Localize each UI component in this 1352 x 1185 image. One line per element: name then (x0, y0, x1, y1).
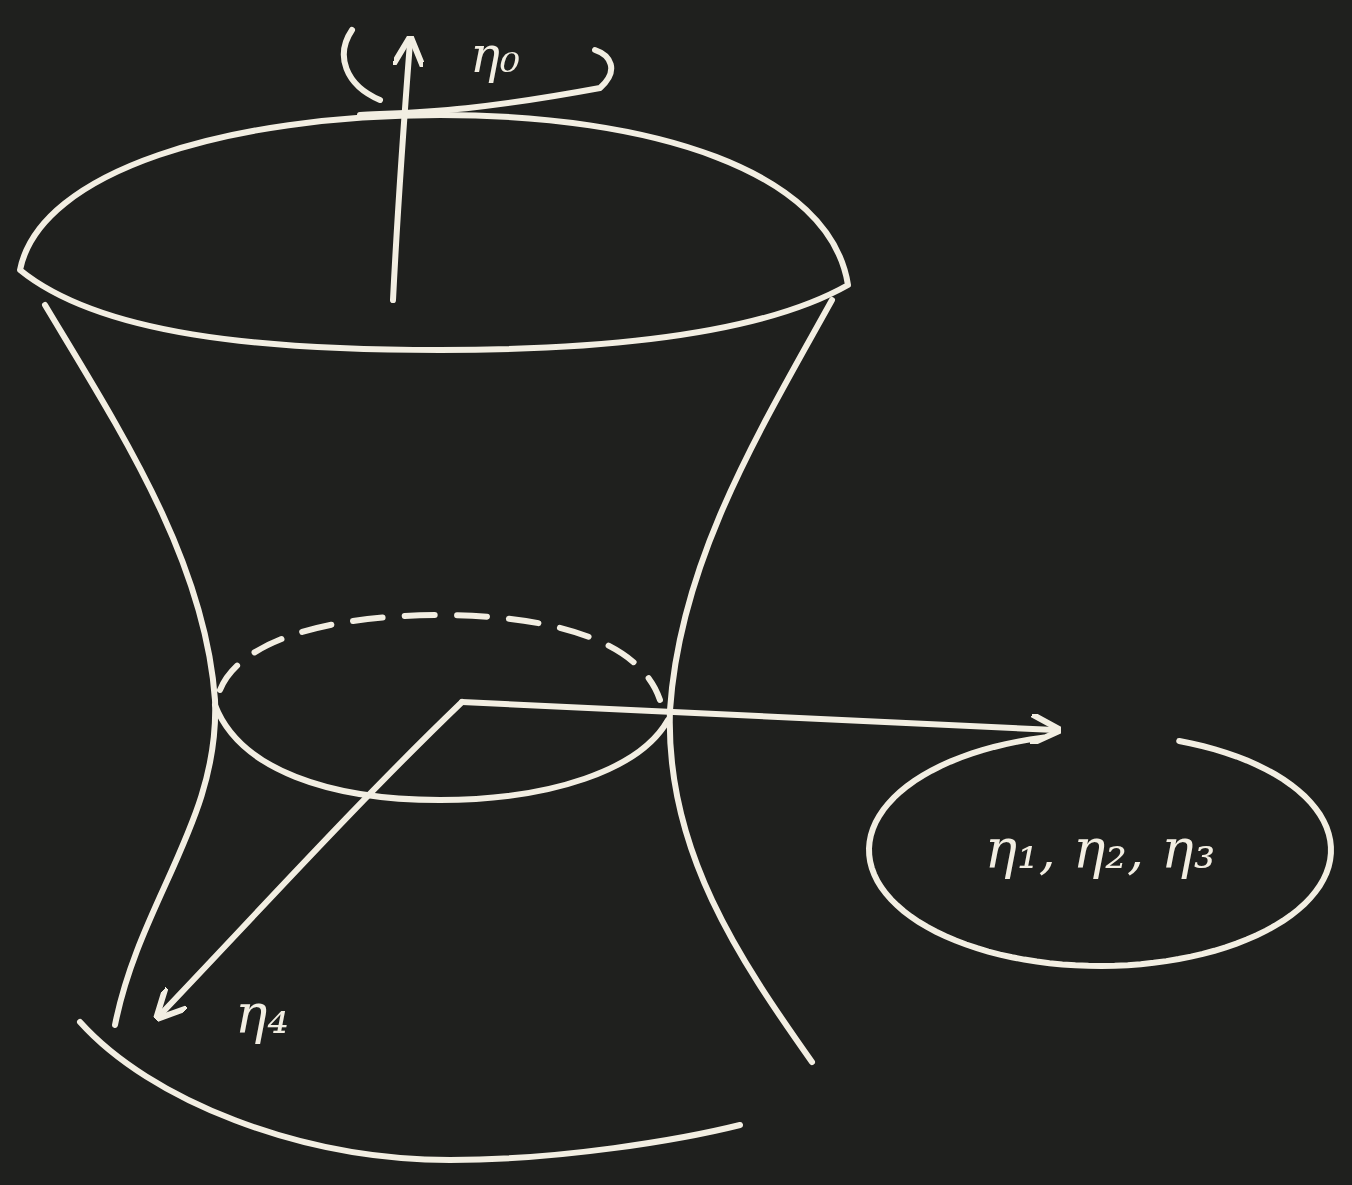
node-text: η₁, η₂, η₃ (985, 820, 1216, 879)
node-ellipse (869, 738, 1331, 966)
waist-back (220, 615, 660, 700)
ellipse-node: η₁, η₂, η₃ (865, 730, 1335, 970)
top-rim (20, 115, 848, 350)
axis-label: η₄ (235, 985, 289, 1044)
eta4-arrow (160, 702, 462, 1015)
bottom-rim (80, 1022, 740, 1160)
axis-label: η₀ (470, 28, 520, 83)
eta0-arrow (393, 42, 410, 300)
left-side (45, 305, 215, 1025)
eta123-arrow (462, 702, 1055, 730)
right-side (670, 300, 832, 1062)
